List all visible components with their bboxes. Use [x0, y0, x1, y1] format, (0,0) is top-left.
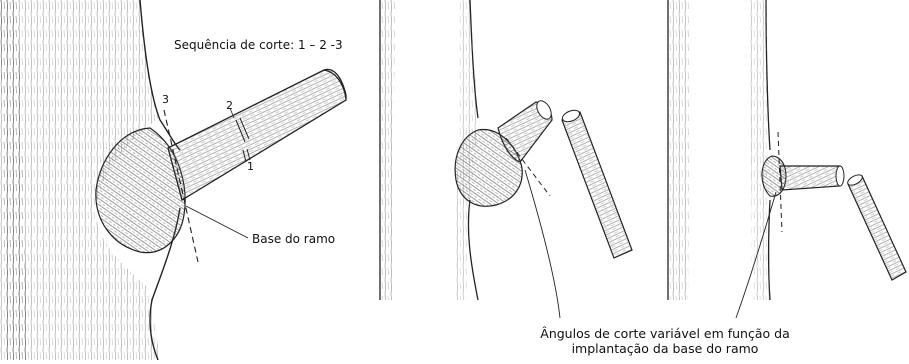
removed-branch-piece-3 [848, 176, 906, 280]
branch-base-label: Base do ramo [252, 232, 335, 246]
cut-sequence-label: Sequência de corte: 1 – 2 -3 [174, 38, 343, 52]
figure-caption: Ângulos de corte variável em função da i… [500, 326, 830, 356]
caption-line-2: implantação da base do ramo [500, 341, 830, 356]
cut-number-3: 3 [162, 93, 169, 106]
branch-1 [168, 69, 346, 200]
cut-number-2: 2 [226, 99, 233, 112]
panel-2-trunk-with-stub [380, 0, 632, 318]
cut-number-1: 1 [247, 160, 254, 173]
removed-branch-piece-2 [562, 112, 632, 258]
panel-3-trunk-flush-cut [668, 0, 906, 318]
caption-leader-2 [525, 170, 560, 318]
panel-1-trunk-with-branch [0, 0, 346, 360]
base-leader-line [186, 206, 248, 238]
caption-line-1: Ângulos de corte variável em função da [500, 326, 830, 341]
branch-stub-3 [780, 166, 840, 190]
